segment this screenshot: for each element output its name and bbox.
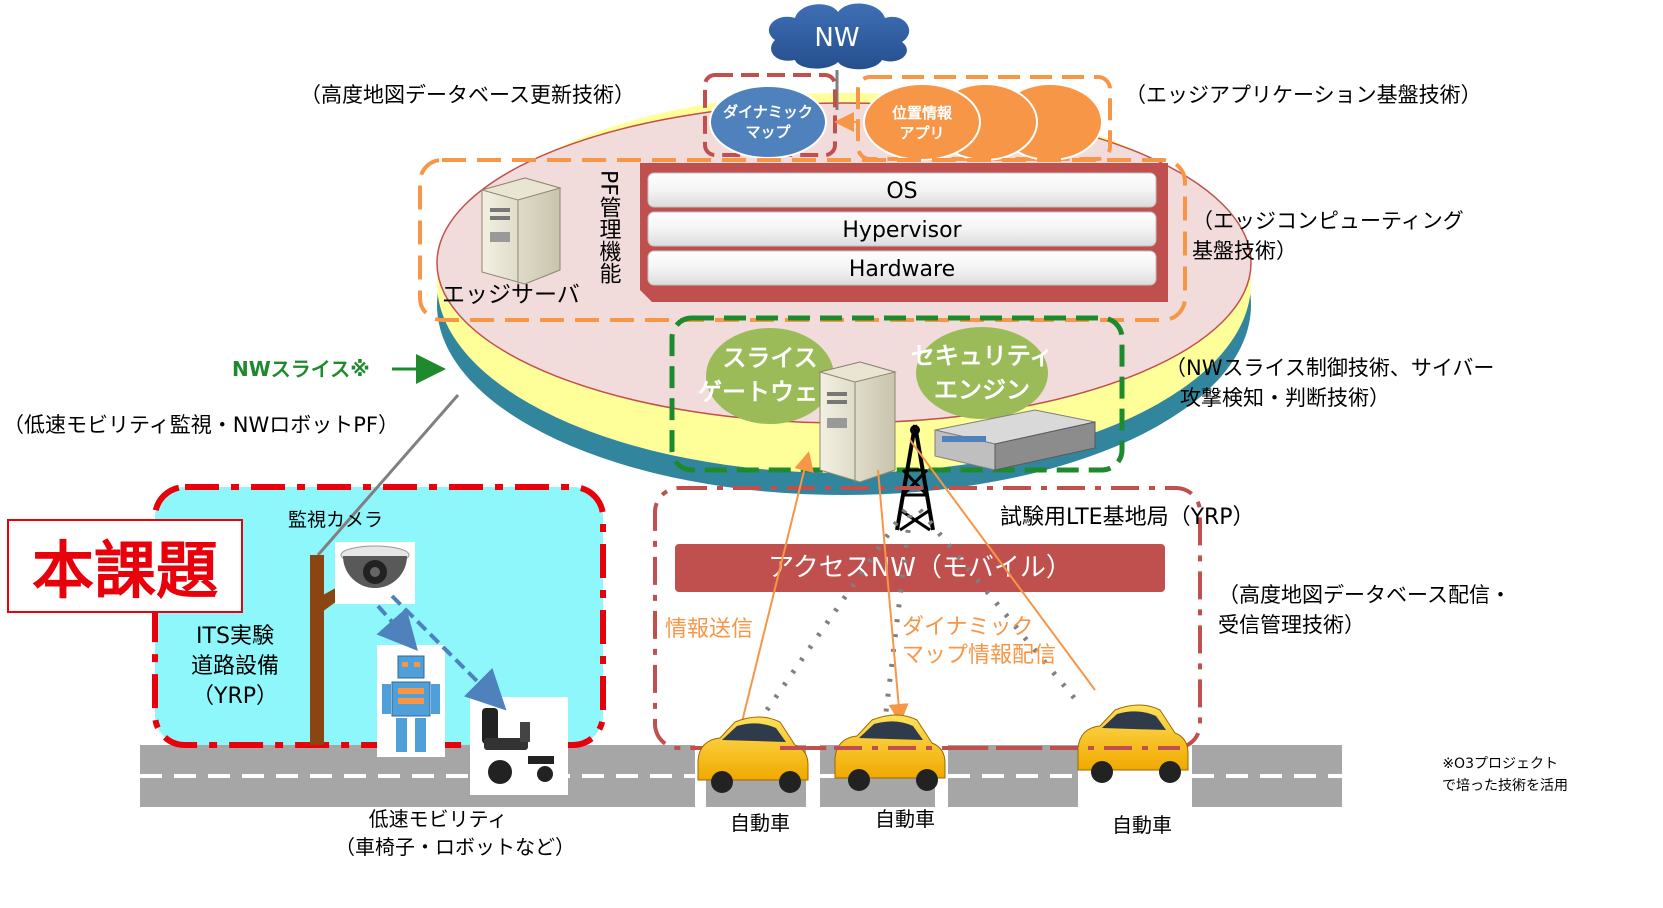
stack-hypervisor-label: Hypervisor xyxy=(842,218,962,243)
top-left-caption: （高度地図データベース更新技術） xyxy=(300,83,635,107)
access-nw-label: アクセスNW（モバイル） xyxy=(768,553,1072,583)
note-line1: ※O3プロジェクト xyxy=(1442,756,1558,772)
pf-management-label: PF管理機能 xyxy=(596,170,622,284)
stack-layer-hardware xyxy=(647,250,1157,286)
robot-icon xyxy=(377,645,445,757)
note-line2: で培った技術を活用 xyxy=(1442,778,1568,794)
surveillance-camera-icon xyxy=(335,542,415,604)
car-label-3: 自動車 xyxy=(1112,813,1172,837)
slice-gateway-line1: スライス xyxy=(722,344,817,372)
software-stack: OS Hypervisor Hardware xyxy=(640,163,1168,302)
nw-cloud: NW xyxy=(768,3,910,70)
security-engine-line1: セキュリティ xyxy=(911,342,1054,370)
security-engine-line2: エンジン xyxy=(934,376,1030,404)
dynamic-map-delivery-line2: マップ情報配信 xyxy=(902,643,1056,668)
camera-to-robot-arrow xyxy=(376,604,418,651)
edge-server-label: エッジサーバ xyxy=(442,282,580,308)
nw-slice-caption-line2: 攻撃検知・判断技術） xyxy=(1180,386,1390,410)
nw-cloud-label: NW xyxy=(814,23,859,53)
nw-slice-box xyxy=(669,315,1125,473)
lte-label: 試験用LTE基地局（YRP） xyxy=(1000,505,1255,530)
lte-tower-icon xyxy=(895,424,935,532)
stack-layer-hypervisor xyxy=(647,211,1157,247)
dynamic-map-delivery-line1: ダイナミック xyxy=(902,615,1034,640)
dynamic-map-line1: ダイナミック xyxy=(723,103,813,121)
stack-layer-os xyxy=(647,172,1157,208)
delivery-caption-line2: 受信管理技術） xyxy=(1218,613,1365,637)
location-app-line1: 位置情報 xyxy=(892,104,953,122)
slice-gateway: スライス ゲートウェイ xyxy=(698,328,842,424)
car-label-2: 自動車 xyxy=(875,807,935,831)
car-icon-1 xyxy=(697,716,809,793)
info-send-label: 情報送信 xyxy=(665,617,753,642)
security-engine: セキュリティ エンジン xyxy=(911,327,1054,419)
stack-os-label: OS xyxy=(886,179,917,204)
nw-slice-label: NWスライス※ xyxy=(232,357,370,381)
main-topic-label-box: 本課題 xyxy=(7,519,243,613)
dynamic-map-line2: マップ xyxy=(745,123,791,141)
access-nw-bar xyxy=(675,544,1165,592)
radio-links xyxy=(757,508,1082,722)
camera-label: 監視カメラ xyxy=(288,509,383,531)
rack-appliance-icon xyxy=(934,409,1096,471)
its-label-line3: （YRP） xyxy=(192,684,278,709)
dynamic-map-group: ダイナミック マップ xyxy=(703,73,837,159)
nw-slice-caption-line1: （NWスライス制御技術、サイバー xyxy=(1165,356,1494,380)
location-app-group: 位置情報 アプリ xyxy=(834,75,1112,161)
camera-connection-line xyxy=(316,394,460,556)
wheelchair-icon xyxy=(470,697,568,795)
location-app-line2: アプリ xyxy=(899,124,944,142)
top-right-caption: （エッジアプリケーション基盤技術） xyxy=(1125,83,1482,107)
car-icon-3 xyxy=(1077,704,1189,783)
low-speed-mobility-line1: 低速モビリティ xyxy=(369,807,508,831)
delivery-caption-line1: （高度地図データベース配信・ xyxy=(1218,583,1511,607)
stack-hardware-label: Hardware xyxy=(849,257,955,282)
its-label-line1: ITS実験 xyxy=(196,624,274,649)
its-label-line2: 道路設備 xyxy=(191,654,279,679)
delivery-arrows xyxy=(739,439,1096,731)
low-speed-mobility-line2: （車椅子・ロボットなど） xyxy=(335,835,575,859)
camera-to-wheelchair-arrow xyxy=(390,594,507,711)
gateway-server-icon xyxy=(818,361,897,483)
car-label-1: 自動車 xyxy=(730,811,790,835)
main-topic-label: 本課題 xyxy=(32,534,218,607)
slice-gateway-line2: ゲートウェイ xyxy=(698,378,842,406)
edge-server-icon xyxy=(480,177,562,285)
edge-computing-caption-line1: （エッジコンピューティング xyxy=(1192,209,1464,233)
edge-computing-caption-line2: 基盤技術） xyxy=(1192,239,1297,263)
low-speed-caption: （低速モビリティ監視・NWロボットPF） xyxy=(3,413,399,437)
